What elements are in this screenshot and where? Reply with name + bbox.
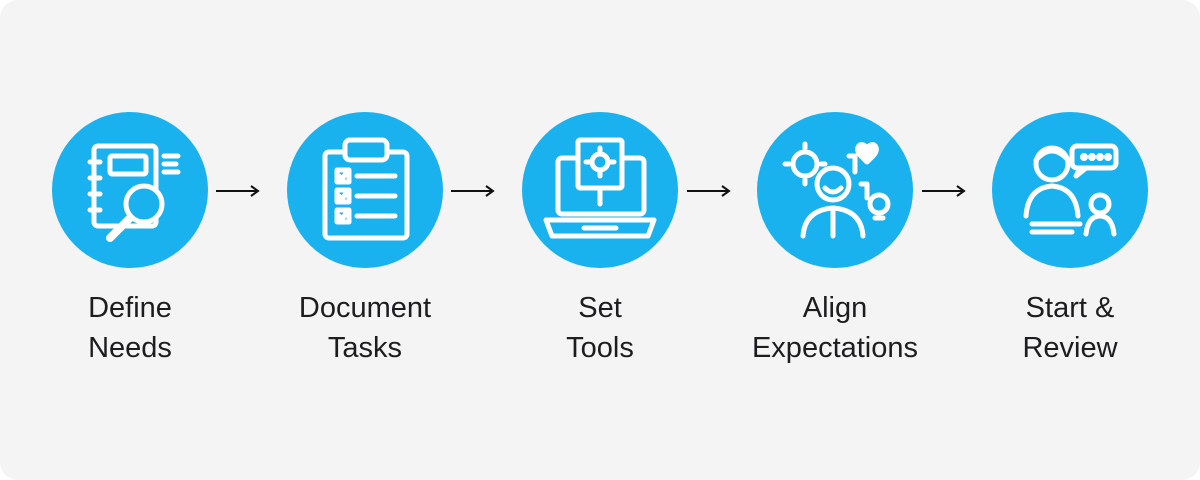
step-circle bbox=[52, 112, 208, 268]
step-label: Document Tasks bbox=[255, 288, 475, 368]
clipboard-checklist-icon bbox=[322, 137, 410, 241]
step-circle bbox=[287, 112, 443, 268]
step-label-line2: Tasks bbox=[327, 332, 403, 364]
step-align-expectations: Align Expectations bbox=[725, 112, 945, 368]
step-define-needs: Define Needs bbox=[20, 112, 240, 368]
step-document-tasks: Document Tasks bbox=[255, 112, 475, 368]
notebook-magnifier-icon bbox=[87, 143, 181, 242]
step-label-line1: Document bbox=[298, 292, 432, 324]
step-circle bbox=[992, 112, 1148, 268]
step-label: Define Needs bbox=[20, 288, 240, 368]
step-label-line2: Expectations bbox=[751, 332, 919, 364]
step-label-line1: Define bbox=[88, 292, 172, 324]
step-label-line2: Review bbox=[1022, 332, 1118, 364]
step-label-line1: Align bbox=[802, 292, 868, 324]
arrow-right-icon bbox=[216, 185, 260, 197]
step-label: Start & Review bbox=[960, 288, 1180, 368]
arrow-right-icon bbox=[922, 185, 966, 197]
step-label-line2: Needs bbox=[88, 332, 172, 364]
step-label: Set Tools bbox=[490, 288, 710, 368]
arrow-right-icon bbox=[451, 185, 495, 197]
step-start-review: Start & Review bbox=[960, 112, 1180, 368]
person-ideas-icon bbox=[782, 141, 891, 239]
step-label: Align Expectations bbox=[725, 288, 945, 368]
step-circle bbox=[757, 112, 913, 268]
step-label-line2: Tools bbox=[566, 332, 634, 364]
step-set-tools: Set Tools bbox=[490, 112, 710, 368]
step-label-line1: Start & bbox=[1025, 292, 1115, 324]
step-label-line1: Set bbox=[578, 292, 622, 324]
arrow-right-icon bbox=[687, 185, 731, 197]
people-conversation-icon bbox=[1023, 143, 1119, 237]
laptop-gear-icon bbox=[543, 137, 657, 239]
step-circle bbox=[522, 112, 678, 268]
